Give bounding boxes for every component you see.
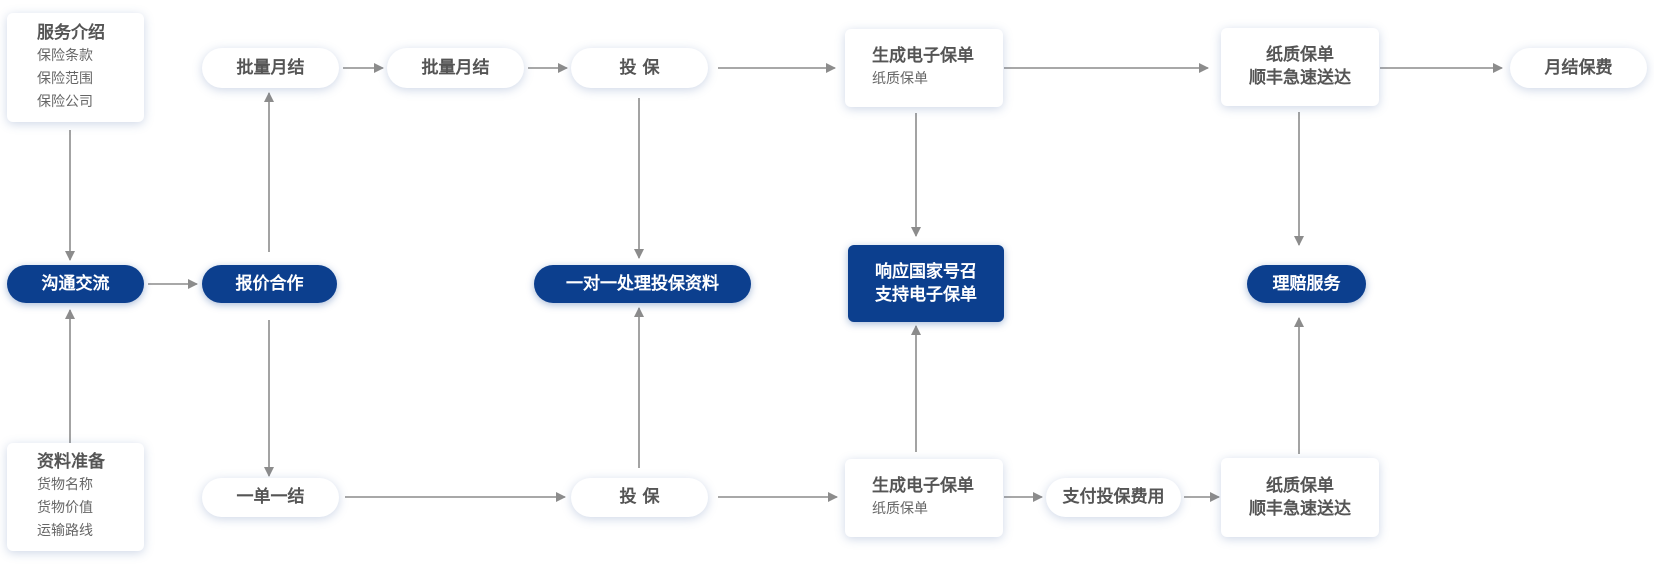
quote-label: 报价合作 xyxy=(235,273,304,294)
single-settle-node: 一单一结 xyxy=(202,478,339,517)
national-call-line2: 支持电子保单 xyxy=(875,284,977,305)
claims-node: 理赔服务 xyxy=(1247,265,1366,303)
national-call-node: 响应国家号召 支持电子保单 xyxy=(848,245,1004,322)
paper-bottom-card: 纸质保单 顺丰急速送达 xyxy=(1221,458,1379,537)
insure-bottom-label: 投 保 xyxy=(619,487,660,507)
batch-monthly-label: 批量月结 xyxy=(421,57,490,78)
one-to-one-node: 一对一处理投保资料 xyxy=(534,265,751,303)
epolicy-bottom-title: 生成电子保单 xyxy=(872,476,974,496)
claims-label: 理赔服务 xyxy=(1272,273,1341,294)
service-intro-item: 保险范围 xyxy=(37,70,93,87)
paper-top-line2: 顺丰急速送达 xyxy=(1249,68,1351,88)
epolicy-top-sub: 纸质保单 xyxy=(872,71,928,87)
monthly-fee-label: 月结保费 xyxy=(1544,57,1613,78)
pay-premium-node: 支付投保费用 xyxy=(1046,478,1181,517)
batch-monthly-node-1: 批量月结 xyxy=(202,48,339,88)
communicate-node: 沟通交流 xyxy=(7,265,144,303)
paper-bottom-line2: 顺丰急速送达 xyxy=(1249,498,1351,519)
prepare-docs-card: 资料准备 货物名称 货物价值 运输路线 xyxy=(7,443,144,551)
prepare-docs-title: 资料准备 xyxy=(37,452,105,472)
epolicy-bottom-sub: 纸质保单 xyxy=(872,501,928,517)
service-intro-title: 服务介绍 xyxy=(37,22,105,43)
paper-top-card: 纸质保单 顺丰急速送达 xyxy=(1221,28,1379,106)
service-intro-card: 服务介绍 保险条款 保险范围 保险公司 xyxy=(7,13,144,122)
quote-node: 报价合作 xyxy=(202,265,337,303)
insure-bottom-node: 投 保 xyxy=(571,478,708,517)
epolicy-top-title: 生成电子保单 xyxy=(872,46,974,66)
batch-monthly-node-2: 批量月结 xyxy=(387,48,524,88)
single-settle-label: 一单一结 xyxy=(236,487,305,507)
one-to-one-label: 一对一处理投保资料 xyxy=(566,273,719,294)
pay-premium-label: 支付投保费用 xyxy=(1062,487,1165,507)
epolicy-top-card: 生成电子保单 纸质保单 xyxy=(845,29,1003,107)
national-call-line1: 响应国家号召 xyxy=(875,261,977,282)
paper-bottom-line1: 纸质保单 xyxy=(1266,475,1334,496)
service-intro-item: 保险公司 xyxy=(37,93,93,110)
batch-monthly-label: 批量月结 xyxy=(236,57,305,78)
monthly-fee-node: 月结保费 xyxy=(1510,48,1647,88)
epolicy-bottom-card: 生成电子保单 纸质保单 xyxy=(845,459,1003,537)
paper-top-line1: 纸质保单 xyxy=(1266,45,1334,65)
insure-top-node: 投 保 xyxy=(571,48,708,88)
prepare-docs-item: 货物价值 xyxy=(37,500,93,516)
insure-top-label: 投 保 xyxy=(619,57,660,78)
service-intro-item: 保险条款 xyxy=(37,47,93,64)
prepare-docs-item: 货物名称 xyxy=(37,477,93,493)
communicate-label: 沟通交流 xyxy=(41,273,110,294)
prepare-docs-item: 运输路线 xyxy=(37,523,93,539)
